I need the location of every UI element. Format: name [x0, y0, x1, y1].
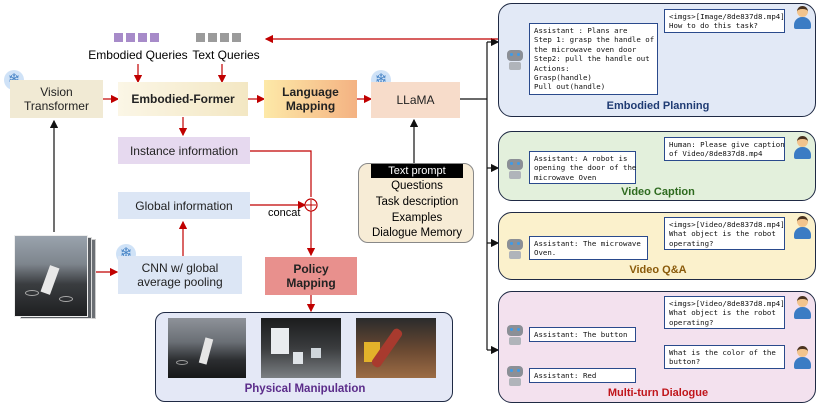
text-prompt-item: Task description — [375, 196, 459, 208]
arrow-instance-concat — [250, 150, 312, 197]
embodied-query-token — [138, 33, 147, 42]
text-query-token — [232, 33, 241, 42]
human-avatar-icon — [793, 216, 811, 240]
video-qa-panel: <imgs>[Video/8de837d8.mp4] What object i… — [498, 212, 816, 280]
robot-avatar-icon — [505, 237, 525, 259]
cnn-box: CNN w/ global average pooling — [118, 256, 242, 294]
caption-assistant-bubble: Assistant: A robot is opening the door o… — [529, 151, 636, 184]
instance-information-box: Instance information — [118, 137, 250, 164]
text-queries-label: Text Queries — [192, 48, 260, 62]
observation-image-stack — [14, 235, 96, 321]
vision-transformer-box: Vision Transformer — [10, 80, 103, 118]
embodied-queries-label: Embodied Queries — [88, 48, 188, 62]
robot-avatar-icon — [505, 48, 525, 70]
robot-avatar-icon — [505, 364, 525, 386]
human-avatar-icon — [793, 296, 811, 320]
embodied-former-box: Embodied-Former — [118, 82, 248, 116]
multi-turn-dialogue-title: Multi-turn Dialogue — [607, 387, 709, 399]
video-qa-title: Video Q&A — [629, 264, 687, 276]
multi-human-bubble-1: <imgs>[Video/8de837d8.mp4] What object i… — [664, 296, 785, 329]
text-prompt-title: Text prompt — [371, 164, 463, 178]
multi-assistant-bubble-2: Assistant: Red — [529, 368, 636, 383]
policy-mapping-box: Policy Mapping — [265, 257, 357, 295]
human-avatar-icon — [793, 346, 811, 370]
embodied-query-token — [150, 33, 159, 42]
text-query-token — [196, 33, 205, 42]
qa-human-bubble: <imgs>[Video/8de837d8.mp4] What object i… — [664, 217, 785, 250]
planning-assistant-bubble: Assistant : Plans are Step 1: grasp the … — [529, 23, 658, 95]
language-mapping-box: Language Mapping — [264, 80, 357, 118]
manip-frame-blocks — [261, 318, 341, 378]
text-query-token — [208, 33, 217, 42]
physical-manipulation-panel: Physical Manipulation — [155, 312, 453, 402]
embodied-planning-title: Embodied Planning — [606, 100, 710, 112]
embodied-planning-panel: <imgs>[Image/8de837d8.mp4] How to do thi… — [498, 3, 816, 117]
physical-manipulation-title: Physical Manipulation — [244, 383, 366, 395]
multi-assistant-bubble-1: Assistant: The button — [529, 327, 636, 342]
human-avatar-icon — [793, 136, 811, 160]
concat-label: concat — [268, 207, 301, 219]
llama-box: LLaMA — [371, 82, 460, 118]
multi-turn-dialogue-panel: <imgs>[Video/8de837d8.mp4] What object i… — [498, 291, 816, 403]
caption-human-bubble: Human: Please give caption of Video/8de8… — [664, 137, 785, 161]
global-information-box: Global information — [118, 192, 250, 219]
text-prompt-item: Dialogue Memory — [371, 227, 463, 239]
robot-avatar-icon — [505, 323, 525, 345]
qa-assistant-bubble: Assistant: The microwave Oven. — [529, 236, 648, 260]
embodied-query-token — [114, 33, 123, 42]
embodied-query-token — [126, 33, 135, 42]
human-avatar-icon — [793, 6, 811, 30]
text-prompt-box: Text prompt Questions Task description E… — [358, 163, 474, 243]
text-prompt-item: Questions — [391, 180, 443, 192]
planning-human-bubble: <imgs>[Image/8de837d8.mp4] How to do thi… — [664, 9, 785, 33]
video-caption-panel: Human: Please give caption of Video/8de8… — [498, 131, 816, 201]
text-prompt-item: Examples — [391, 212, 443, 224]
robot-avatar-icon — [505, 157, 525, 179]
manip-frame-kitchen — [168, 318, 246, 378]
text-query-token — [220, 33, 229, 42]
video-caption-title: Video Caption — [621, 186, 695, 198]
manip-frame-robot-arm — [356, 318, 436, 378]
multi-human-bubble-2: What is the color of the button? — [664, 345, 785, 369]
